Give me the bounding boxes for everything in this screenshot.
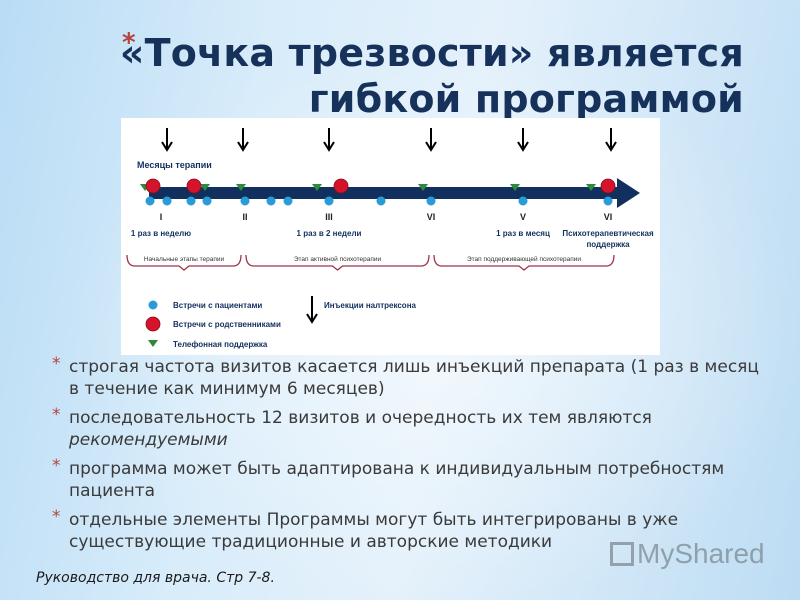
legend-injection-arrow-icon bbox=[306, 313, 318, 324]
legend-patient-meetings: Встречи с пациентами bbox=[173, 301, 262, 310]
month-label: III bbox=[325, 212, 333, 222]
relatives-meeting-marker-icon bbox=[333, 178, 349, 194]
title-bullet-star: * bbox=[122, 28, 136, 58]
legend-phone-support: Телефонная поддержка bbox=[173, 340, 268, 349]
phase-label: Этап поддерживающей психотерапии bbox=[467, 255, 581, 263]
phase-bracket bbox=[245, 254, 430, 271]
bullet-text: последовательность 12 визитов и очередно… bbox=[69, 408, 652, 428]
title-line-2: гибкой программой bbox=[308, 77, 744, 121]
frequency-label: 1 раз в неделю bbox=[131, 229, 191, 238]
phone-support-marker-icon bbox=[586, 184, 596, 191]
month-label: I bbox=[160, 212, 163, 222]
phone-support-marker-icon bbox=[200, 184, 210, 191]
source-footnote: Руководство для врача. Стр 7-8. bbox=[36, 570, 275, 586]
slide-title: «Точка трезвости» является гибкой програ… bbox=[120, 30, 744, 122]
month-label: V bbox=[520, 212, 526, 222]
phone-support-marker-icon bbox=[312, 184, 322, 191]
injection-arrow-icon bbox=[323, 141, 335, 152]
injection-arrow-icon bbox=[425, 141, 437, 152]
patient-meeting-marker-icon bbox=[145, 196, 155, 206]
patient-meeting-marker-icon bbox=[426, 196, 436, 206]
relatives-meeting-marker-icon bbox=[186, 178, 202, 194]
legend-patient-meeting-icon bbox=[148, 300, 158, 310]
relatives-meeting-marker-icon bbox=[145, 178, 161, 194]
phone-support-marker-icon bbox=[510, 184, 520, 191]
timeline-bar bbox=[149, 187, 619, 199]
bullet-star-icon: * bbox=[52, 354, 61, 374]
month-label: VI bbox=[427, 212, 436, 222]
months-label: Месяцы терапии bbox=[137, 160, 212, 170]
bullet-item: * строгая частота визитов касается лишь … bbox=[52, 354, 772, 400]
phase-label: Этап активной психотерапии bbox=[294, 255, 382, 263]
patient-meeting-marker-icon bbox=[240, 196, 250, 206]
watermark: MyShared bbox=[610, 538, 765, 570]
frequency-label: Психотерапевтическая bbox=[562, 229, 654, 238]
bullet-emphasis: рекомендуемыми bbox=[69, 430, 228, 450]
phone-support-marker-icon bbox=[236, 184, 246, 191]
injection-arrow-icon bbox=[605, 141, 617, 152]
legend-phone-support-icon bbox=[148, 340, 158, 347]
relatives-meeting-marker-icon bbox=[600, 178, 616, 194]
bullet-list: * строгая частота визитов касается лишь … bbox=[52, 354, 772, 560]
phone-support-marker-icon bbox=[418, 184, 428, 191]
phase-bracket bbox=[433, 254, 615, 271]
patient-meeting-marker-icon bbox=[518, 196, 528, 206]
timeline-arrowhead-icon bbox=[617, 178, 640, 208]
patient-meeting-marker-icon bbox=[186, 196, 196, 206]
legend-relatives-meeting-icon bbox=[145, 316, 161, 332]
bullet-text: строгая частота визитов касается лишь ин… bbox=[69, 357, 759, 399]
patient-meeting-marker-icon bbox=[162, 196, 172, 206]
watermark-logo-icon bbox=[610, 542, 634, 566]
injection-arrow-icon bbox=[161, 141, 173, 152]
bullet-text: программа может быть адаптирована к инди… bbox=[69, 459, 725, 501]
month-label: VI bbox=[604, 212, 613, 222]
month-label: II bbox=[242, 212, 247, 222]
legend-relatives-meetings: Встречи с родственниками bbox=[173, 320, 281, 329]
frequency-label: поддержка bbox=[586, 240, 630, 249]
bullet-star-icon: * bbox=[52, 405, 61, 425]
phase-bracket bbox=[126, 254, 242, 271]
bullet-item: * отдельные элементы Программы могут быт… bbox=[52, 507, 772, 553]
patient-meeting-marker-icon bbox=[603, 196, 613, 206]
bullet-text: отдельные элементы Программы могут быть … bbox=[69, 510, 679, 552]
bullet-item: * программа может быть адаптирована к ин… bbox=[52, 456, 772, 502]
patient-meeting-marker-icon bbox=[283, 196, 293, 206]
patient-meeting-marker-icon bbox=[266, 196, 276, 206]
bullet-star-icon: * bbox=[52, 507, 61, 527]
injection-arrow-icon bbox=[237, 141, 249, 152]
injection-arrow-icon bbox=[517, 141, 529, 152]
phase-label: Начальные этапы терапии bbox=[144, 256, 225, 263]
frequency-label: 1 раз в месяц bbox=[496, 229, 550, 238]
patient-meeting-marker-icon bbox=[202, 196, 212, 206]
patient-meeting-marker-icon bbox=[324, 196, 334, 206]
bullet-star-icon: * bbox=[52, 456, 61, 476]
bullet-item: * последовательность 12 визитов и очеред… bbox=[52, 405, 772, 451]
title-line-1: «Точка трезвости» является bbox=[119, 31, 744, 75]
watermark-text: MyShared bbox=[637, 538, 765, 569]
frequency-label: 1 раз в 2 недели bbox=[297, 229, 362, 238]
legend-injections: Инъекции налтрексона bbox=[324, 301, 417, 310]
patient-meeting-marker-icon bbox=[376, 196, 386, 206]
